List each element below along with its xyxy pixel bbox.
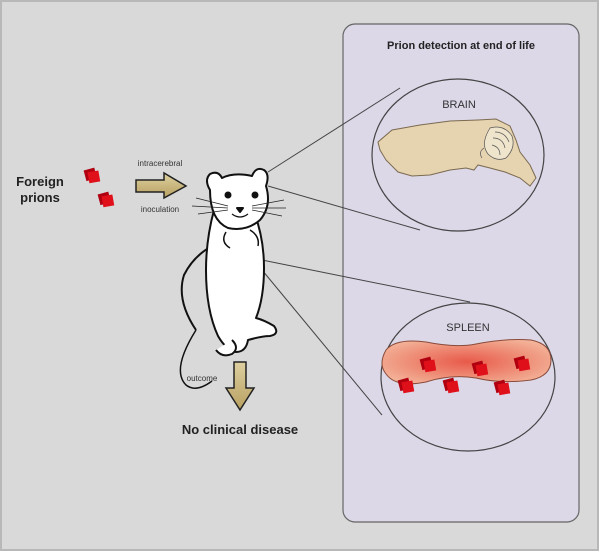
result-label: No clinical disease: [182, 422, 298, 437]
spleen-connector-bottom: [261, 269, 383, 416]
intracerebral-label: intracerebral: [138, 159, 183, 168]
foreign-prions-label-1: Foreign: [16, 174, 64, 189]
panel-title: Prion detection at end of life: [387, 40, 535, 52]
whiskers: [191, 197, 286, 217]
inoculation-arrow-icon: [135, 171, 188, 200]
mouse-illustration: [179, 167, 278, 389]
outcome-label: outcome: [187, 374, 218, 383]
inoculation-label: inoculation: [141, 205, 179, 214]
brain-connector-bottom: [267, 185, 421, 231]
spleen-label: SPLEEN: [446, 322, 489, 334]
foreign-prions-label-2: prions: [20, 190, 60, 205]
spleen-connector-top: [261, 259, 471, 303]
outcome-arrow-icon: [224, 361, 256, 412]
brain-connector-top: [267, 87, 401, 173]
cerebellum-icon: [480, 126, 514, 160]
brain-label: BRAIN: [442, 99, 476, 111]
